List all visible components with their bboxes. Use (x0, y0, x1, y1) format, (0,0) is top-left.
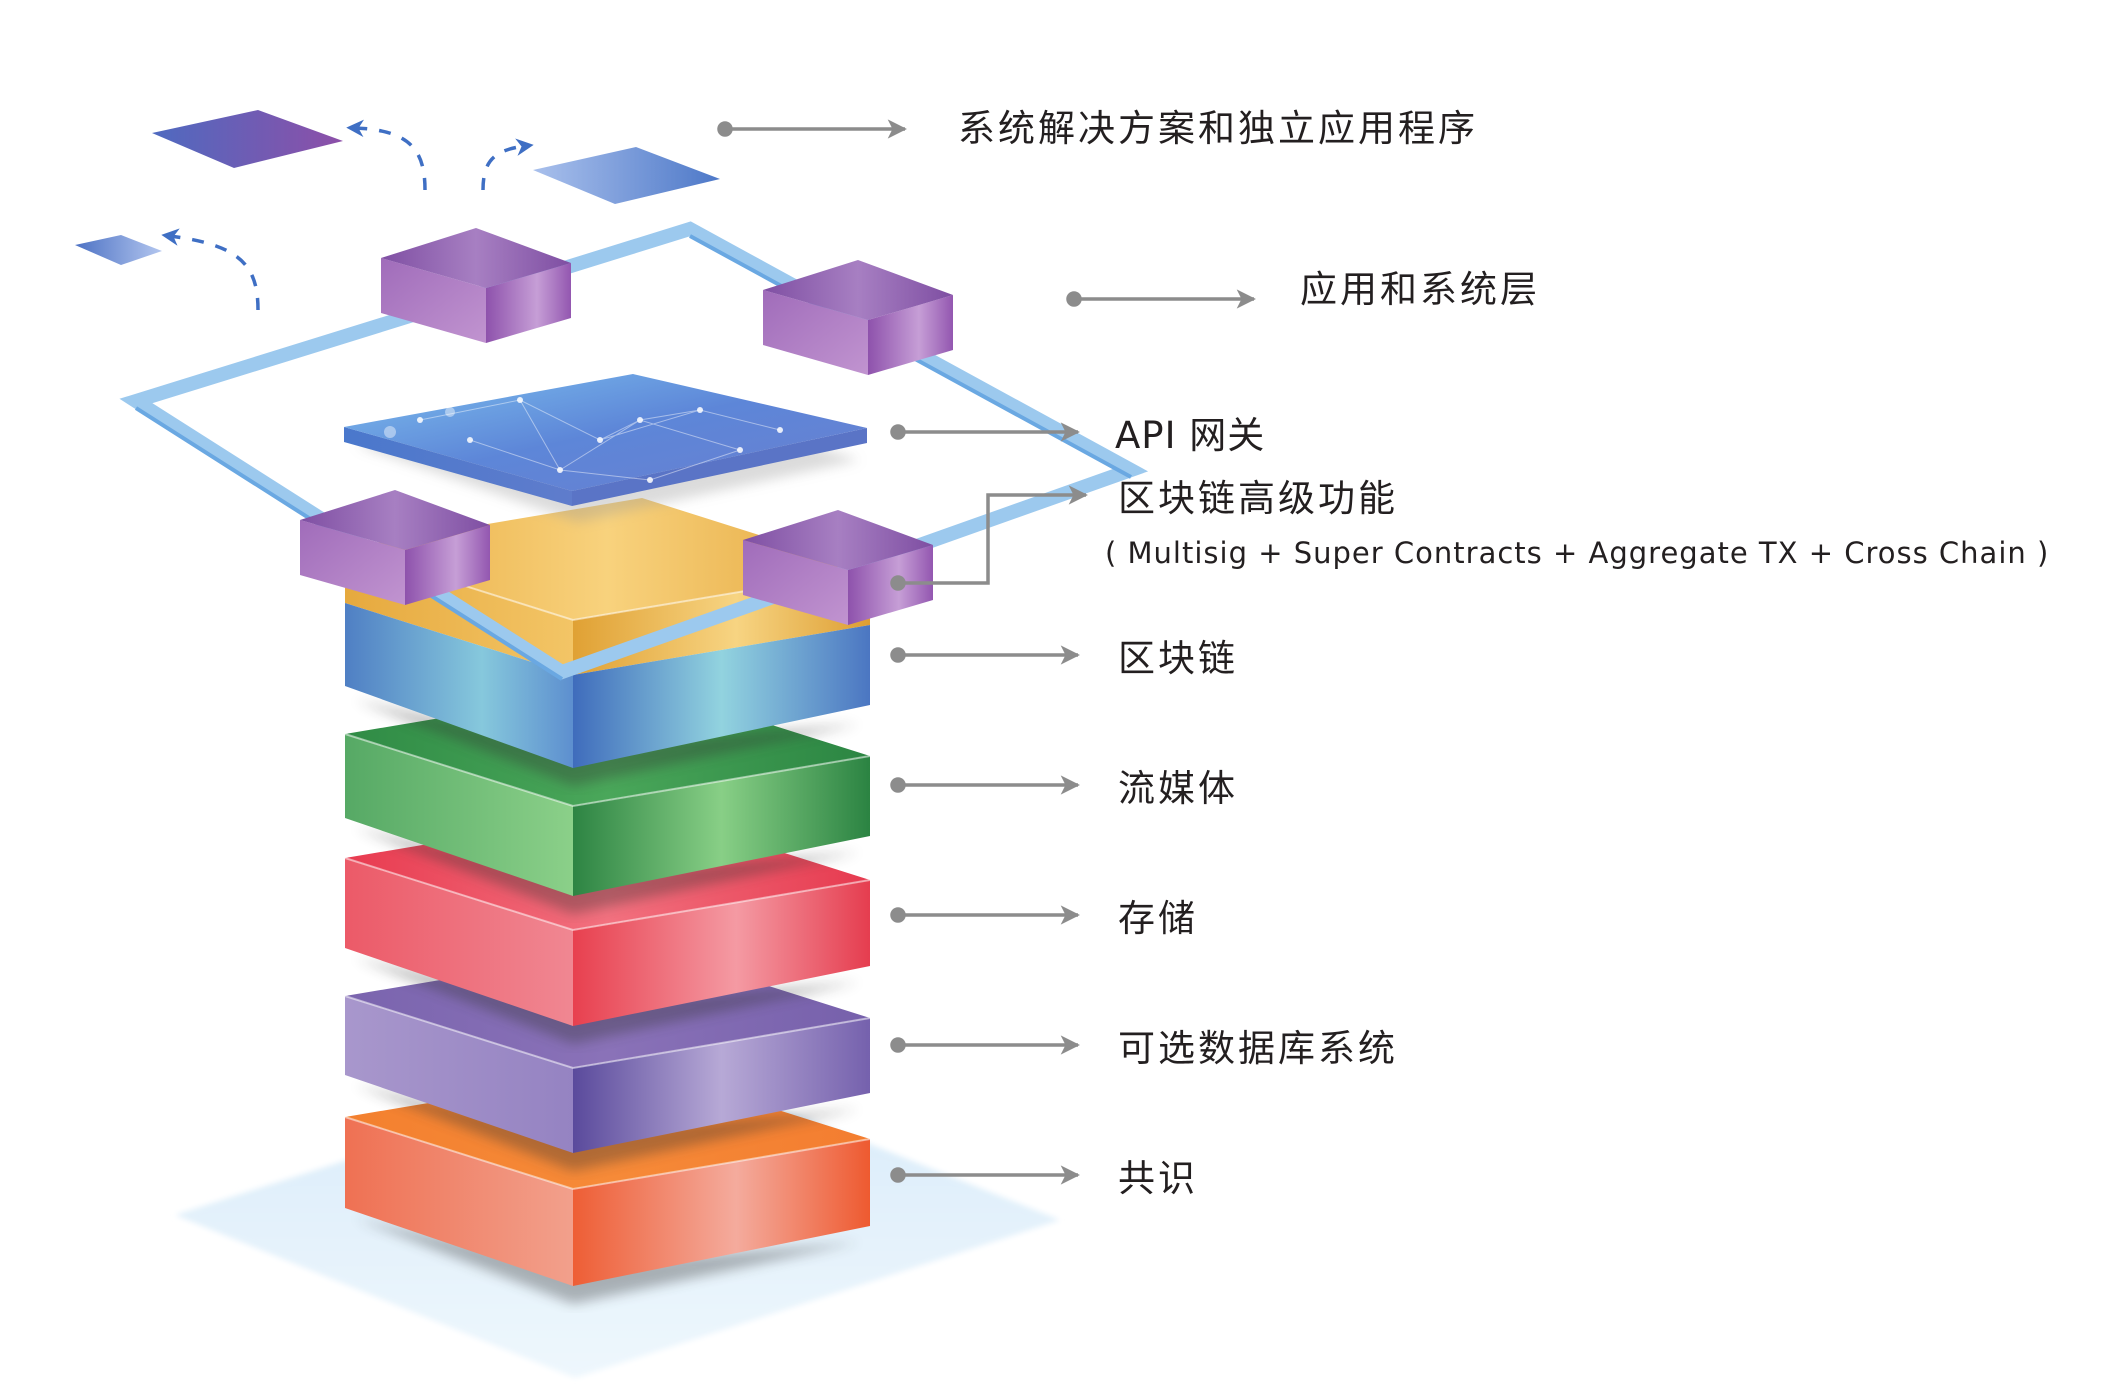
app-cube-top-left-top-face (381, 228, 571, 288)
label-app-system: 应用和系统层 (1300, 268, 1540, 311)
deploy-arrow-3 (161, 228, 260, 311)
app-cubes (300, 228, 953, 625)
ring-path (119, 221, 1149, 680)
database-block-left-face (345, 996, 573, 1153)
app-cube-bottom-left-right-face (405, 525, 490, 605)
api-plate-left-side (344, 427, 572, 506)
storage-block-highlight-edge (344, 857, 871, 932)
app-cube-bottom-left (300, 490, 490, 605)
database-block-shadow (355, 1085, 860, 1171)
consensus-block-shadow (355, 1218, 860, 1304)
app-cube-bottom-left-top-face (300, 490, 490, 550)
storage-block-left-face (345, 858, 573, 1026)
connector-apps (717, 119, 907, 139)
label-database: 可选数据库系统 (1118, 1027, 1398, 1070)
database-block-right-face (573, 1018, 870, 1153)
blockchain-layer-left-face (345, 603, 573, 768)
connector-storage (890, 905, 1080, 925)
api-plate-right-side (572, 428, 867, 506)
connector-advanced (890, 485, 1088, 591)
app-cube-top-left (381, 228, 571, 343)
layer-stack (344, 498, 871, 1304)
deploy-arrow-2 (481, 138, 534, 191)
label-advanced-features-detail: ( Multisig + Super Contracts + Aggregate… (1105, 536, 2050, 570)
blockchain-layer-right-face (573, 625, 870, 768)
streaming-block-right-face (573, 756, 870, 896)
app-cube-top-left-right-face (486, 263, 571, 343)
label-blockchain: 区块链 (1118, 637, 1238, 680)
app-cube-top-right-top-face (763, 260, 953, 320)
streaming-block-shadow (355, 828, 860, 914)
connector-blockchain (890, 645, 1080, 665)
app-cube-bottom-right-left-face (743, 540, 848, 625)
app-cube-bottom-right (743, 510, 933, 625)
consensus-block-right-face (573, 1139, 870, 1286)
app-cube-bottom-right-top-face (743, 510, 933, 570)
app-tile-1 (152, 110, 343, 168)
storage-block-shadow (355, 958, 860, 1044)
label-advanced-features: 区块链高级功能 (1118, 477, 1398, 520)
api-plate-top (344, 374, 867, 491)
consensus-block-left-face (345, 1117, 573, 1286)
app-tile-2 (533, 147, 720, 204)
api-gateway-plate (344, 374, 867, 522)
label-apps: 系统解决方案和独立应用程序 (958, 107, 1478, 150)
deploy-arrow-1 (346, 119, 427, 191)
blockchain-block-shadow (355, 700, 860, 786)
connector-app-system (1066, 289, 1256, 309)
app-cube-top-right (763, 260, 953, 375)
streaming-block-left-face (345, 734, 573, 896)
connectors (717, 119, 1256, 1185)
connector-streaming (890, 775, 1080, 795)
network-nodes (384, 397, 783, 483)
connector-db (890, 1035, 1080, 1055)
app-cube-top-right-right-face (868, 295, 953, 375)
database-block-highlight-edge (344, 995, 871, 1070)
label-storage: 存储 (1118, 897, 1198, 940)
app-cube-bottom-left-left-face (300, 520, 405, 605)
consensus-block-highlight-edge (344, 1116, 871, 1191)
app-tile-3 (75, 235, 162, 265)
app-cube-bottom-right-right-face (848, 545, 933, 625)
label-api-gateway: API 网关 (1115, 414, 1266, 457)
connector-api (890, 422, 1080, 442)
label-consensus: 共识 (1118, 1157, 1198, 1200)
streaming-block-highlight-edge (344, 733, 871, 808)
app-cube-top-left-left-face (381, 258, 486, 343)
label-streaming: 流媒体 (1118, 767, 1238, 810)
connector-consensus (890, 1165, 1080, 1185)
app-cube-top-right-left-face (763, 290, 868, 375)
storage-block-right-face (573, 880, 870, 1026)
